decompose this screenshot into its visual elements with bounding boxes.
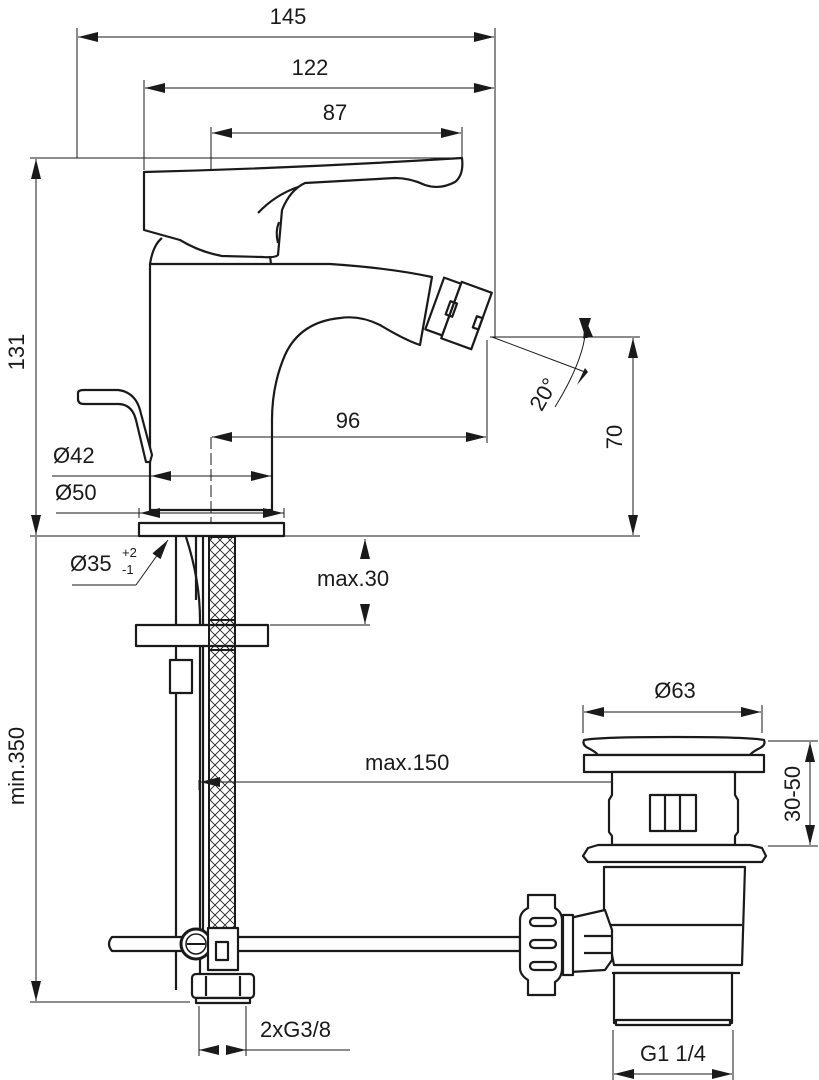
dim-total-height: 131 bbox=[4, 157, 462, 535]
dim-waste-distance: max.150 bbox=[198, 750, 672, 790]
popup-linkage-rod bbox=[107, 926, 522, 972]
dim-label-max150: max.150 bbox=[365, 750, 449, 775]
dim-label-g114: G1 1/4 bbox=[640, 1041, 706, 1066]
dim-lever-length: 87 bbox=[210, 100, 463, 175]
dim-body-diameter: Ø42 bbox=[52, 443, 272, 481]
dim-label-70: 70 bbox=[602, 425, 627, 449]
dim-label-63: Ø63 bbox=[654, 678, 696, 703]
fixing-plate bbox=[134, 619, 270, 695]
dim-label-87: 87 bbox=[323, 100, 347, 125]
popup-rod-knob bbox=[76, 388, 154, 464]
dim-label-30-50: 30-50 bbox=[780, 766, 805, 822]
mixer-body bbox=[148, 237, 434, 512]
spout-nozzle bbox=[424, 276, 493, 351]
dim-label-50: Ø50 bbox=[55, 480, 97, 505]
dim-overall-width: 145 bbox=[76, 4, 496, 338]
dim-hose-length: min.350 bbox=[4, 537, 190, 1003]
dim-waste-thread: G1 1/4 bbox=[612, 1030, 734, 1080]
dim-tol-minus: -1 bbox=[122, 562, 134, 577]
dim-label-96: 96 bbox=[336, 408, 360, 433]
base-plate bbox=[137, 521, 286, 538]
popup-waste bbox=[518, 735, 768, 1027]
dim-supply-thread: 2xG3/8 bbox=[198, 1006, 350, 1056]
dim-label-145: 145 bbox=[270, 4, 307, 29]
dim-tol-plus: +2 bbox=[122, 545, 137, 560]
dim-label-35: Ø35 bbox=[70, 551, 112, 576]
dim-base-diameter: Ø50 bbox=[55, 480, 285, 518]
dim-label-g38: 2xG3/8 bbox=[260, 1017, 331, 1042]
dim-waste-height: 30-50 bbox=[768, 740, 818, 847]
dim-hole-diameter: Ø35 +2 -1 bbox=[70, 539, 169, 586]
dim-spout-reach: 96 bbox=[212, 340, 488, 443]
dim-spout-height: 70 bbox=[602, 338, 638, 535]
dim-label-max30: max.30 bbox=[317, 566, 389, 591]
dim-deck-thickness: max.30 bbox=[270, 539, 389, 626]
dim-label-angle: 20° bbox=[524, 374, 562, 415]
dim-label-131: 131 bbox=[4, 334, 29, 371]
supply-nut bbox=[190, 972, 256, 1005]
dim-label-122: 122 bbox=[292, 55, 329, 80]
dim-label-42: Ø42 bbox=[53, 443, 95, 468]
supply-hoses bbox=[174, 536, 236, 990]
mixer-lever bbox=[142, 156, 464, 259]
dim-spout-angle: 20° bbox=[490, 317, 640, 415]
dim-label-min350: min.350 bbox=[4, 727, 29, 805]
dim-waste-diameter: Ø63 bbox=[582, 678, 763, 733]
dim-body-to-spout: 122 bbox=[143, 55, 494, 170]
